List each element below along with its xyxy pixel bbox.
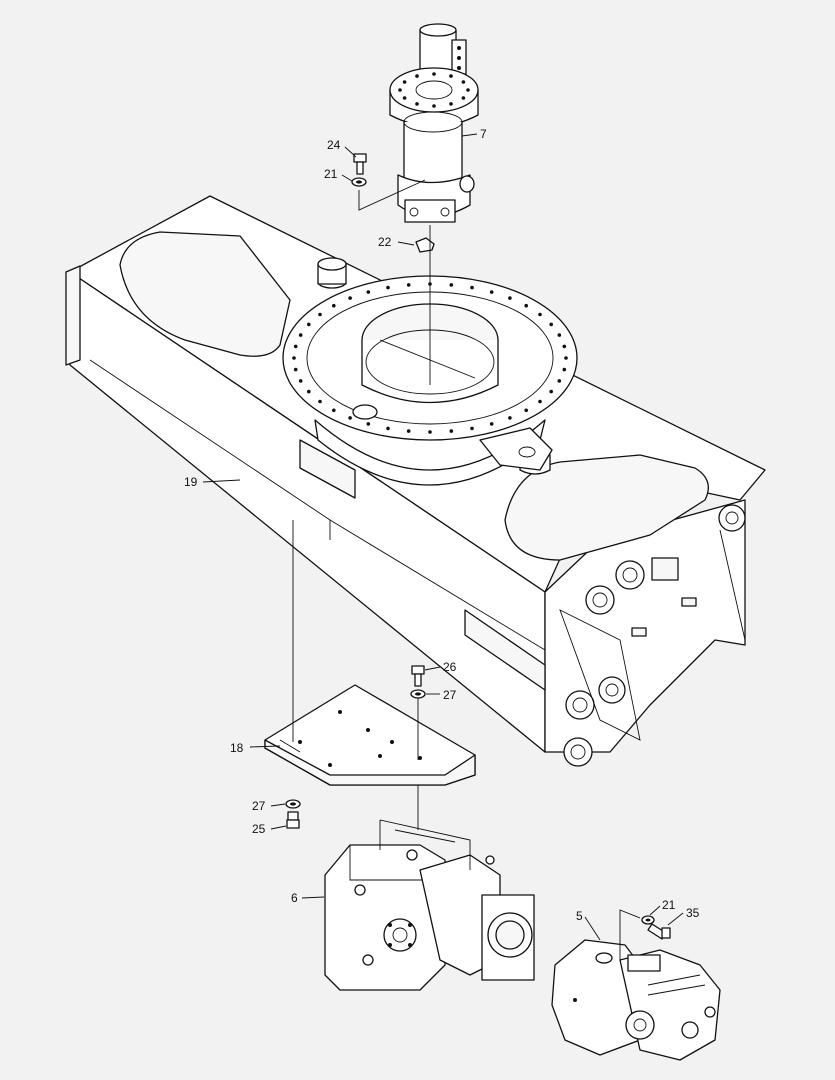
bolt-hole bbox=[398, 88, 402, 92]
plate-hole bbox=[418, 756, 422, 760]
bolt-hole bbox=[386, 285, 390, 290]
bolt-hole bbox=[415, 74, 419, 78]
bolt-hole bbox=[466, 88, 470, 92]
bolt-hole bbox=[538, 399, 542, 404]
callout-5: 5 bbox=[576, 909, 583, 923]
bolt-hole bbox=[449, 102, 453, 106]
bolt-hole bbox=[524, 408, 528, 413]
callout-leaders bbox=[202, 133, 684, 941]
bolt-hole bbox=[449, 429, 454, 433]
rotary-joint-flange-holes bbox=[398, 72, 470, 108]
bolt-hole bbox=[307, 389, 311, 394]
bolt-hole bbox=[524, 303, 528, 308]
callout-21-bottom: 21 bbox=[662, 898, 676, 912]
bolt-hole bbox=[428, 430, 432, 434]
bolt-hole bbox=[557, 379, 562, 383]
callout-27-bottom: 27 bbox=[252, 799, 266, 813]
bolt-hole bbox=[432, 104, 436, 108]
callout-21-top: 21 bbox=[324, 167, 338, 181]
bolt-hole bbox=[449, 74, 453, 78]
mounting-plate-holes bbox=[298, 710, 422, 767]
bolt-hole bbox=[332, 408, 336, 413]
callout-labels: 7 24 21 22 19 26 27 18 27 25 6 5 21 35 bbox=[184, 127, 700, 923]
bolt-hole bbox=[298, 333, 303, 337]
bolt-hole bbox=[292, 356, 296, 360]
bolt-part-26 bbox=[411, 665, 425, 687]
rotary-joint-part-7 bbox=[389, 23, 479, 223]
bolt-hole bbox=[461, 96, 466, 100]
hydraulic-pump-part-5 bbox=[551, 939, 721, 1061]
bolt-hole bbox=[432, 72, 436, 76]
callout-6: 6 bbox=[291, 891, 298, 905]
bolt-hole bbox=[564, 356, 568, 360]
callout-24: 24 bbox=[327, 138, 341, 152]
bolt-hole bbox=[386, 426, 390, 431]
assembly-line-bolt bbox=[358, 179, 426, 211]
bolt-hole bbox=[402, 96, 407, 100]
callout-7: 7 bbox=[480, 127, 487, 141]
plate-hole bbox=[298, 740, 302, 744]
bolt-hole bbox=[298, 379, 303, 383]
bolt-hole bbox=[449, 283, 454, 287]
bolt-hole bbox=[348, 296, 352, 300]
plate-hole bbox=[366, 728, 370, 732]
washer-part-27-bottom bbox=[285, 799, 301, 809]
bolt-hole bbox=[470, 426, 474, 431]
bolt-hole bbox=[538, 312, 542, 317]
bolt-hole bbox=[562, 367, 567, 372]
bolt-hole bbox=[508, 296, 512, 300]
bolt-hole bbox=[318, 312, 322, 317]
washer-part-21-top bbox=[351, 177, 367, 187]
bolt-hole bbox=[562, 344, 567, 349]
bolt-hole bbox=[489, 290, 494, 294]
washer-part-27-top bbox=[410, 689, 426, 699]
bolt-hole bbox=[366, 290, 371, 294]
bolt-hole bbox=[489, 422, 494, 426]
callout-27-top: 27 bbox=[443, 688, 457, 702]
plate-hole bbox=[328, 763, 332, 767]
nut-part-22 bbox=[415, 237, 435, 253]
bolt-hole bbox=[549, 322, 553, 327]
bolt-hole bbox=[406, 429, 411, 433]
mounting-plate-part-18 bbox=[264, 684, 476, 786]
bolt-hole bbox=[508, 416, 512, 420]
washer-part-21-bottom bbox=[641, 915, 655, 925]
assembly-line-pump-5 bbox=[619, 909, 641, 960]
plate-hole bbox=[338, 710, 342, 714]
bolt-hole bbox=[307, 322, 311, 327]
bolt-hole bbox=[461, 80, 466, 84]
bolt-part-35 bbox=[647, 923, 671, 940]
callout-18: 18 bbox=[230, 741, 244, 755]
callout-35: 35 bbox=[686, 906, 700, 920]
slewing-ring-bolt-holes bbox=[292, 282, 568, 434]
plate-hole bbox=[390, 740, 394, 744]
bolt-hole bbox=[293, 367, 298, 372]
bolt-hole bbox=[348, 416, 352, 420]
bolt-hole bbox=[332, 303, 336, 308]
bolt-hole bbox=[549, 389, 553, 394]
bolt-hole bbox=[318, 399, 322, 404]
bolt-hole bbox=[557, 333, 562, 337]
bolt-hole bbox=[402, 80, 407, 84]
bolt-hole bbox=[470, 285, 474, 290]
callout-19: 19 bbox=[184, 475, 198, 489]
hydraulic-pump-part-6 bbox=[324, 819, 535, 991]
bolt-part-24 bbox=[353, 153, 367, 175]
bolt-hole bbox=[366, 422, 371, 426]
callout-25: 25 bbox=[252, 822, 266, 836]
callout-26: 26 bbox=[443, 660, 457, 674]
bolt-hole bbox=[293, 344, 298, 349]
callout-22: 22 bbox=[378, 235, 392, 249]
bolt-hole bbox=[415, 102, 419, 106]
plate-hole bbox=[378, 754, 382, 758]
bolt-hole bbox=[406, 283, 411, 287]
bolt-part-25 bbox=[286, 811, 300, 829]
